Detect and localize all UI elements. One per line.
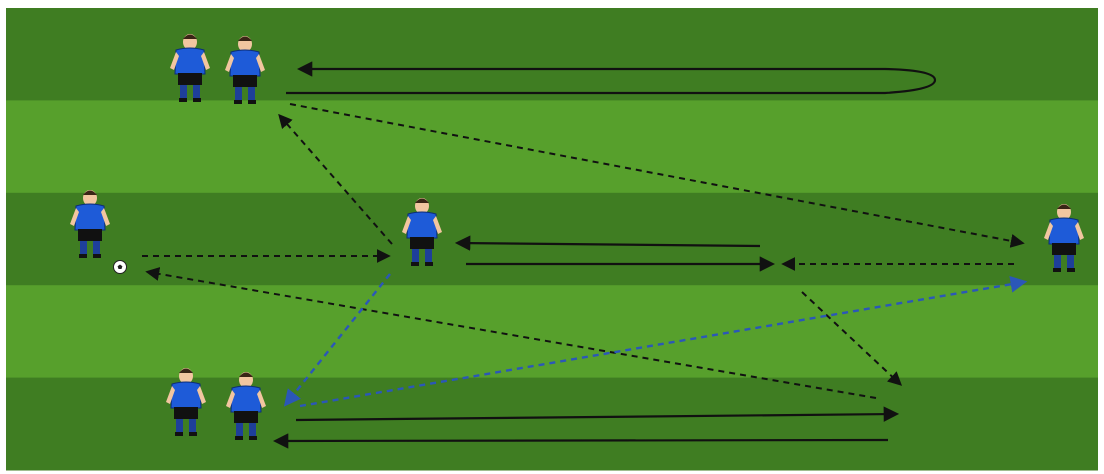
run-arrow-center-back [454,235,761,251]
pitch-stripe [6,377,1098,471]
key-pass-arrow-bottom-to-right [299,275,1028,408]
pitch-stripe [6,100,1098,194]
pass-arrow-center-to-bottom-right [801,291,903,386]
run-arrow-bottom-forward [295,406,900,422]
soccer-ball-icon [113,260,127,274]
players-layer [69,33,1085,441]
run-arrow-top-return [286,61,937,95]
pitch-stripe [6,192,1098,286]
pass-arrow-bottom-right-to-left [145,267,877,399]
run-arrow-bottom-back [272,433,889,449]
pass-arrow-top-to-right [289,103,1025,248]
key-pass-arrow-center-to-bottom [283,273,391,407]
pitch-stripe [6,285,1098,379]
pitch-stripe [6,8,1098,101]
movement-arrows [142,61,1028,449]
